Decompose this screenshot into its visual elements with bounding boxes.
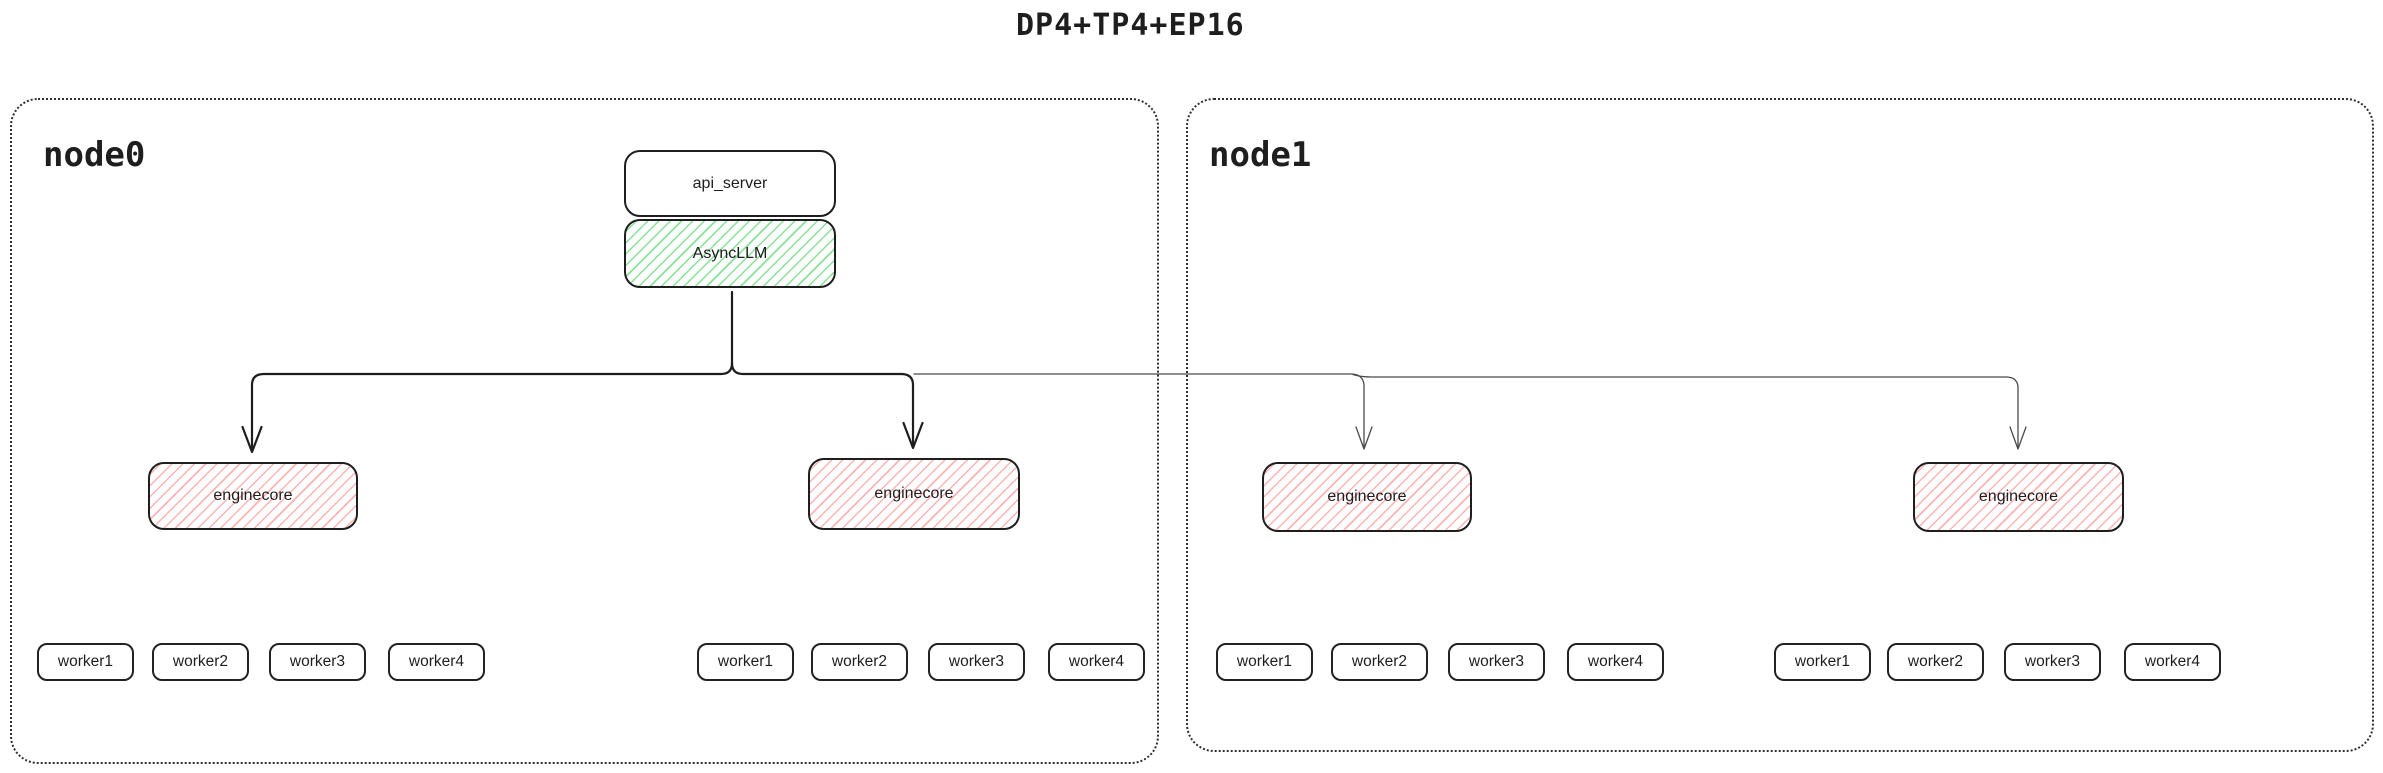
worker-box: worker1 (1774, 643, 1871, 681)
worker-box: worker4 (388, 643, 485, 681)
api-server-box: api_server (624, 150, 836, 217)
worker-box: worker4 (1048, 643, 1145, 681)
enginecore2-box: enginecore (808, 458, 1020, 530)
worker-label: worker3 (289, 653, 346, 670)
worker-label: worker4 (1587, 653, 1644, 670)
worker-label: worker1 (717, 653, 774, 670)
worker-label: worker2 (1351, 653, 1408, 670)
worker-label: worker2 (172, 653, 229, 670)
worker-label: worker1 (1794, 653, 1851, 670)
worker-box: worker1 (37, 643, 134, 681)
worker-box: worker4 (2124, 643, 2221, 681)
diagram-title: DP4+TP4+EP16 (1016, 8, 1245, 43)
enginecore2-label: enginecore (874, 485, 954, 502)
worker-box: worker2 (811, 643, 908, 681)
enginecore1-label: enginecore (213, 487, 293, 504)
asyncllm-box: AsyncLLM (624, 219, 836, 288)
enginecore4-label: enginecore (1978, 488, 2059, 505)
worker-label: worker1 (57, 653, 114, 670)
node1-label: node1 (1209, 135, 1312, 175)
enginecore3-label: enginecore (1327, 488, 1407, 505)
enginecore3-box: enginecore (1262, 462, 1472, 532)
worker-label: worker3 (1468, 653, 1525, 670)
worker-box: worker3 (269, 643, 366, 681)
worker-label: worker1 (1236, 653, 1293, 670)
worker-label: worker4 (408, 653, 465, 670)
worker-label: worker3 (2024, 653, 2081, 670)
worker-box: worker1 (697, 643, 794, 681)
worker-box: worker3 (928, 643, 1025, 681)
worker-label: worker2 (1907, 653, 1964, 670)
asyncllm-label: AsyncLLM (692, 244, 768, 262)
enginecore4-box: enginecore (1913, 462, 2124, 532)
worker-box: worker2 (152, 643, 249, 681)
worker-box: worker4 (1567, 643, 1664, 681)
worker-label: worker4 (1068, 653, 1125, 670)
worker-box: worker3 (1448, 643, 1545, 681)
worker-box: worker3 (2004, 643, 2101, 681)
worker-label: worker4 (2144, 653, 2201, 670)
worker-box: worker2 (1331, 643, 1428, 681)
node0-label: node0 (43, 135, 146, 175)
api-server-label: api_server (692, 174, 768, 192)
enginecore1-box: enginecore (148, 462, 358, 530)
worker-label: worker3 (948, 653, 1005, 670)
worker-box: worker1 (1216, 643, 1313, 681)
worker-label: worker2 (831, 653, 888, 670)
worker-box: worker2 (1887, 643, 1984, 681)
